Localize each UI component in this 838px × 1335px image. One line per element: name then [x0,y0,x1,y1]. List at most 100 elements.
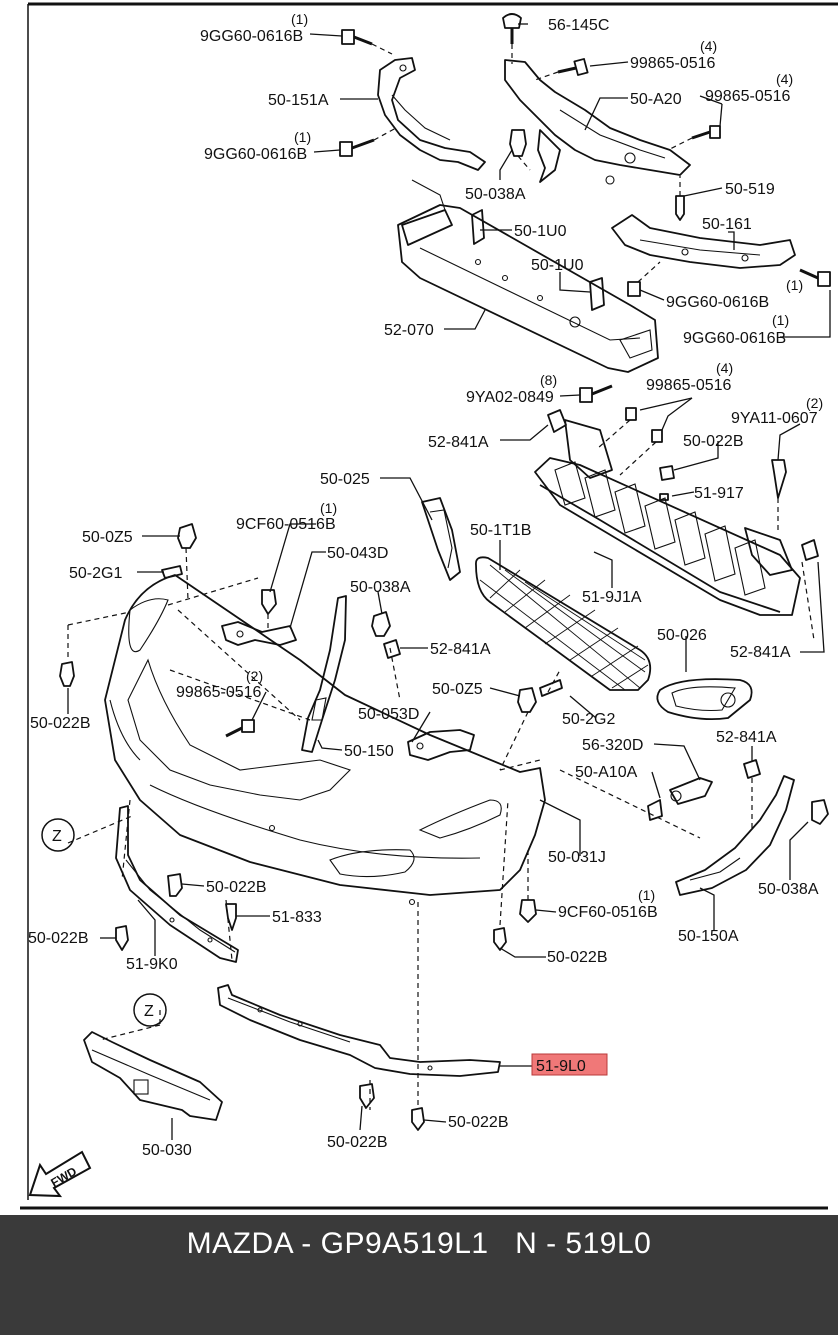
absorber-51-9j1a-shape [534,419,801,616]
clip-50-022b-left-shape [59,625,75,687]
label-50-038a-top: 50-038A [465,186,526,203]
label-52-841a-top: 52-841A [428,434,489,451]
label-51-9j1a: 51-9J1A [582,589,642,606]
label-50-0z5-mid: 50-0Z5 [432,681,483,698]
label-50-022b-top: 50-022B [683,433,744,450]
label-50-030: 50-030 [142,1142,192,1159]
pad-50-1u0-a-shape [471,209,485,245]
label-50-1u0-a: 50-1U0 [514,223,567,240]
label-qty-99865-left: (2) [246,668,263,684]
bolt-9ya11-shape [771,459,787,530]
bolt-99865-right-shape [667,125,721,151]
bracket-50-053d-shape [407,729,475,761]
bracket-50-150a-shape [675,775,795,896]
label-50-022b-b: 50-022B [547,949,608,966]
label-50-0z5-left: 50-0Z5 [82,529,133,546]
bolt-9gg60-r1-shape [627,261,661,297]
z-marker-2-shape [133,993,167,1027]
clip-50-022b-e-shape [411,1107,425,1131]
label-51-9k0: 51-9K0 [126,956,178,973]
label-52-841a-low: 52-841A [716,729,777,746]
label-fwd: FWD [48,1164,79,1190]
label-qty-99865-top: (4) [700,38,717,54]
washer-56-320d-shape [669,777,713,805]
clip-50-022b-b-shape [493,927,507,951]
bolt-9cf60-low-shape [519,899,537,923]
label-50-053d: 50-053D [358,706,419,723]
label-9ya02: 9YA02-0849 [466,389,554,406]
label-qty-9ya11: (2) [806,395,823,411]
label-50-519: 50-519 [725,181,775,198]
clip-50-0z5-left-shape [177,523,197,549]
grille-50-1t1b-shape [475,556,652,691]
clip-51-833-shape [225,903,237,931]
clip-50-022b-d-shape [359,1083,375,1109]
label-52-841a-mid: 52-841A [430,641,491,658]
label-99865-mid: 99865-0516 [646,377,732,394]
bolt-mid-left-shape [339,127,397,157]
label-99865-top: 99865-0516 [630,55,716,72]
bracket-50-a20-shape [504,59,691,185]
fwd-arrow-icon [28,1150,92,1198]
cover-50-a10a-shape [647,799,663,821]
parts-diagram: (1) 9GG60-0616B 56-145C (4) 99865-0516 (… [20,2,838,1210]
clip-50-022b-top-shape [659,465,675,481]
clip-50-038a-low-shape [811,799,829,825]
label-z-1: Z [52,828,62,845]
label-56-320d: 56-320D [582,737,643,754]
bolt-99865-left-shape [225,719,255,738]
bolt-9gg60-r2-shape [799,268,831,287]
label-9gg60-mid: 9GG60-0616B [204,146,307,163]
bumper-50-031j-shape [104,574,546,906]
bolt-99865-mid-shape [597,407,663,476]
label-50-022b-a: 50-022B [206,879,267,896]
reinforcement-52-070-shape [397,179,659,373]
z-marker-1-shape [41,818,75,852]
label-qty-9gg60-top: (1) [291,11,308,27]
nut-52-841a-top-shape [547,409,567,433]
label-51-917: 51-917 [694,485,744,502]
bracket-50-150-shape [301,595,347,753]
label-9cf60-low: 9CF60-0516B [558,904,658,921]
bolt-99865-top-shape [534,58,589,81]
clip-51-917-shape [659,493,669,501]
label-50-026: 50-026 [657,627,707,644]
label-99865-right: 99865-0516 [705,88,791,105]
clip-50-022b-a-shape [167,873,183,897]
label-50-151a: 50-151A [268,92,329,109]
part-number-caption: MAZDA - GP9A519L1 N - 519L0 [186,1227,652,1260]
label-50-a20: 50-A20 [630,91,682,108]
label-9gg60-r1: 9GG60-0616B [666,294,769,311]
label-9ya11: 9YA11-0607 [731,410,818,427]
label-z-2: Z [144,1003,154,1020]
highlight-51-9l0[interactable]: 51-9L0 [531,1053,608,1076]
label-50-161: 50-161 [702,216,752,233]
clip-50-0z5-mid-shape [517,687,537,713]
label-50-2g1: 50-2G1 [69,565,122,582]
label-9gg60-top: 9GG60-0616B [200,28,303,45]
label-50-1u0-b: 50-1U0 [531,257,584,274]
label-50-2g2: 50-2G2 [562,711,615,728]
cover-50-025-shape [421,497,461,581]
panel-50-030-shape [83,1031,223,1121]
bracket-50-151a-shape [377,57,486,171]
clip-56-145c-shape [502,13,522,64]
spoiler-51-9k0-shape [115,805,239,963]
label-50-150: 50-150 [344,743,394,760]
bolt-9ya02-shape [579,384,613,403]
seal-50-2g2-shape [539,679,563,697]
nut-52-841a-mid-shape [383,639,401,659]
label-50-022b-d: 50-022B [327,1134,388,1151]
label-9cf60-top: 9CF60-0516B [236,516,336,533]
spoiler-51-9l0-shape [217,984,501,1077]
cover-50-026-shape [656,678,753,721]
label-50-150a: 50-150A [678,928,739,945]
label-50-038a-mid: 50-038A [350,579,411,596]
clip-50-038a-mid-shape [371,611,391,637]
label-9gg60-r2: 9GG60-0616B [683,330,786,347]
label-50-022b-c: 50-022B [28,930,89,947]
label-51-9l0[interactable]: 51-9L0 [536,1058,586,1075]
label-qty-9cf60-top: (1) [320,500,337,516]
label-50-043d: 50-043D [327,545,388,562]
label-50-022b-left: 50-022B [30,715,91,732]
